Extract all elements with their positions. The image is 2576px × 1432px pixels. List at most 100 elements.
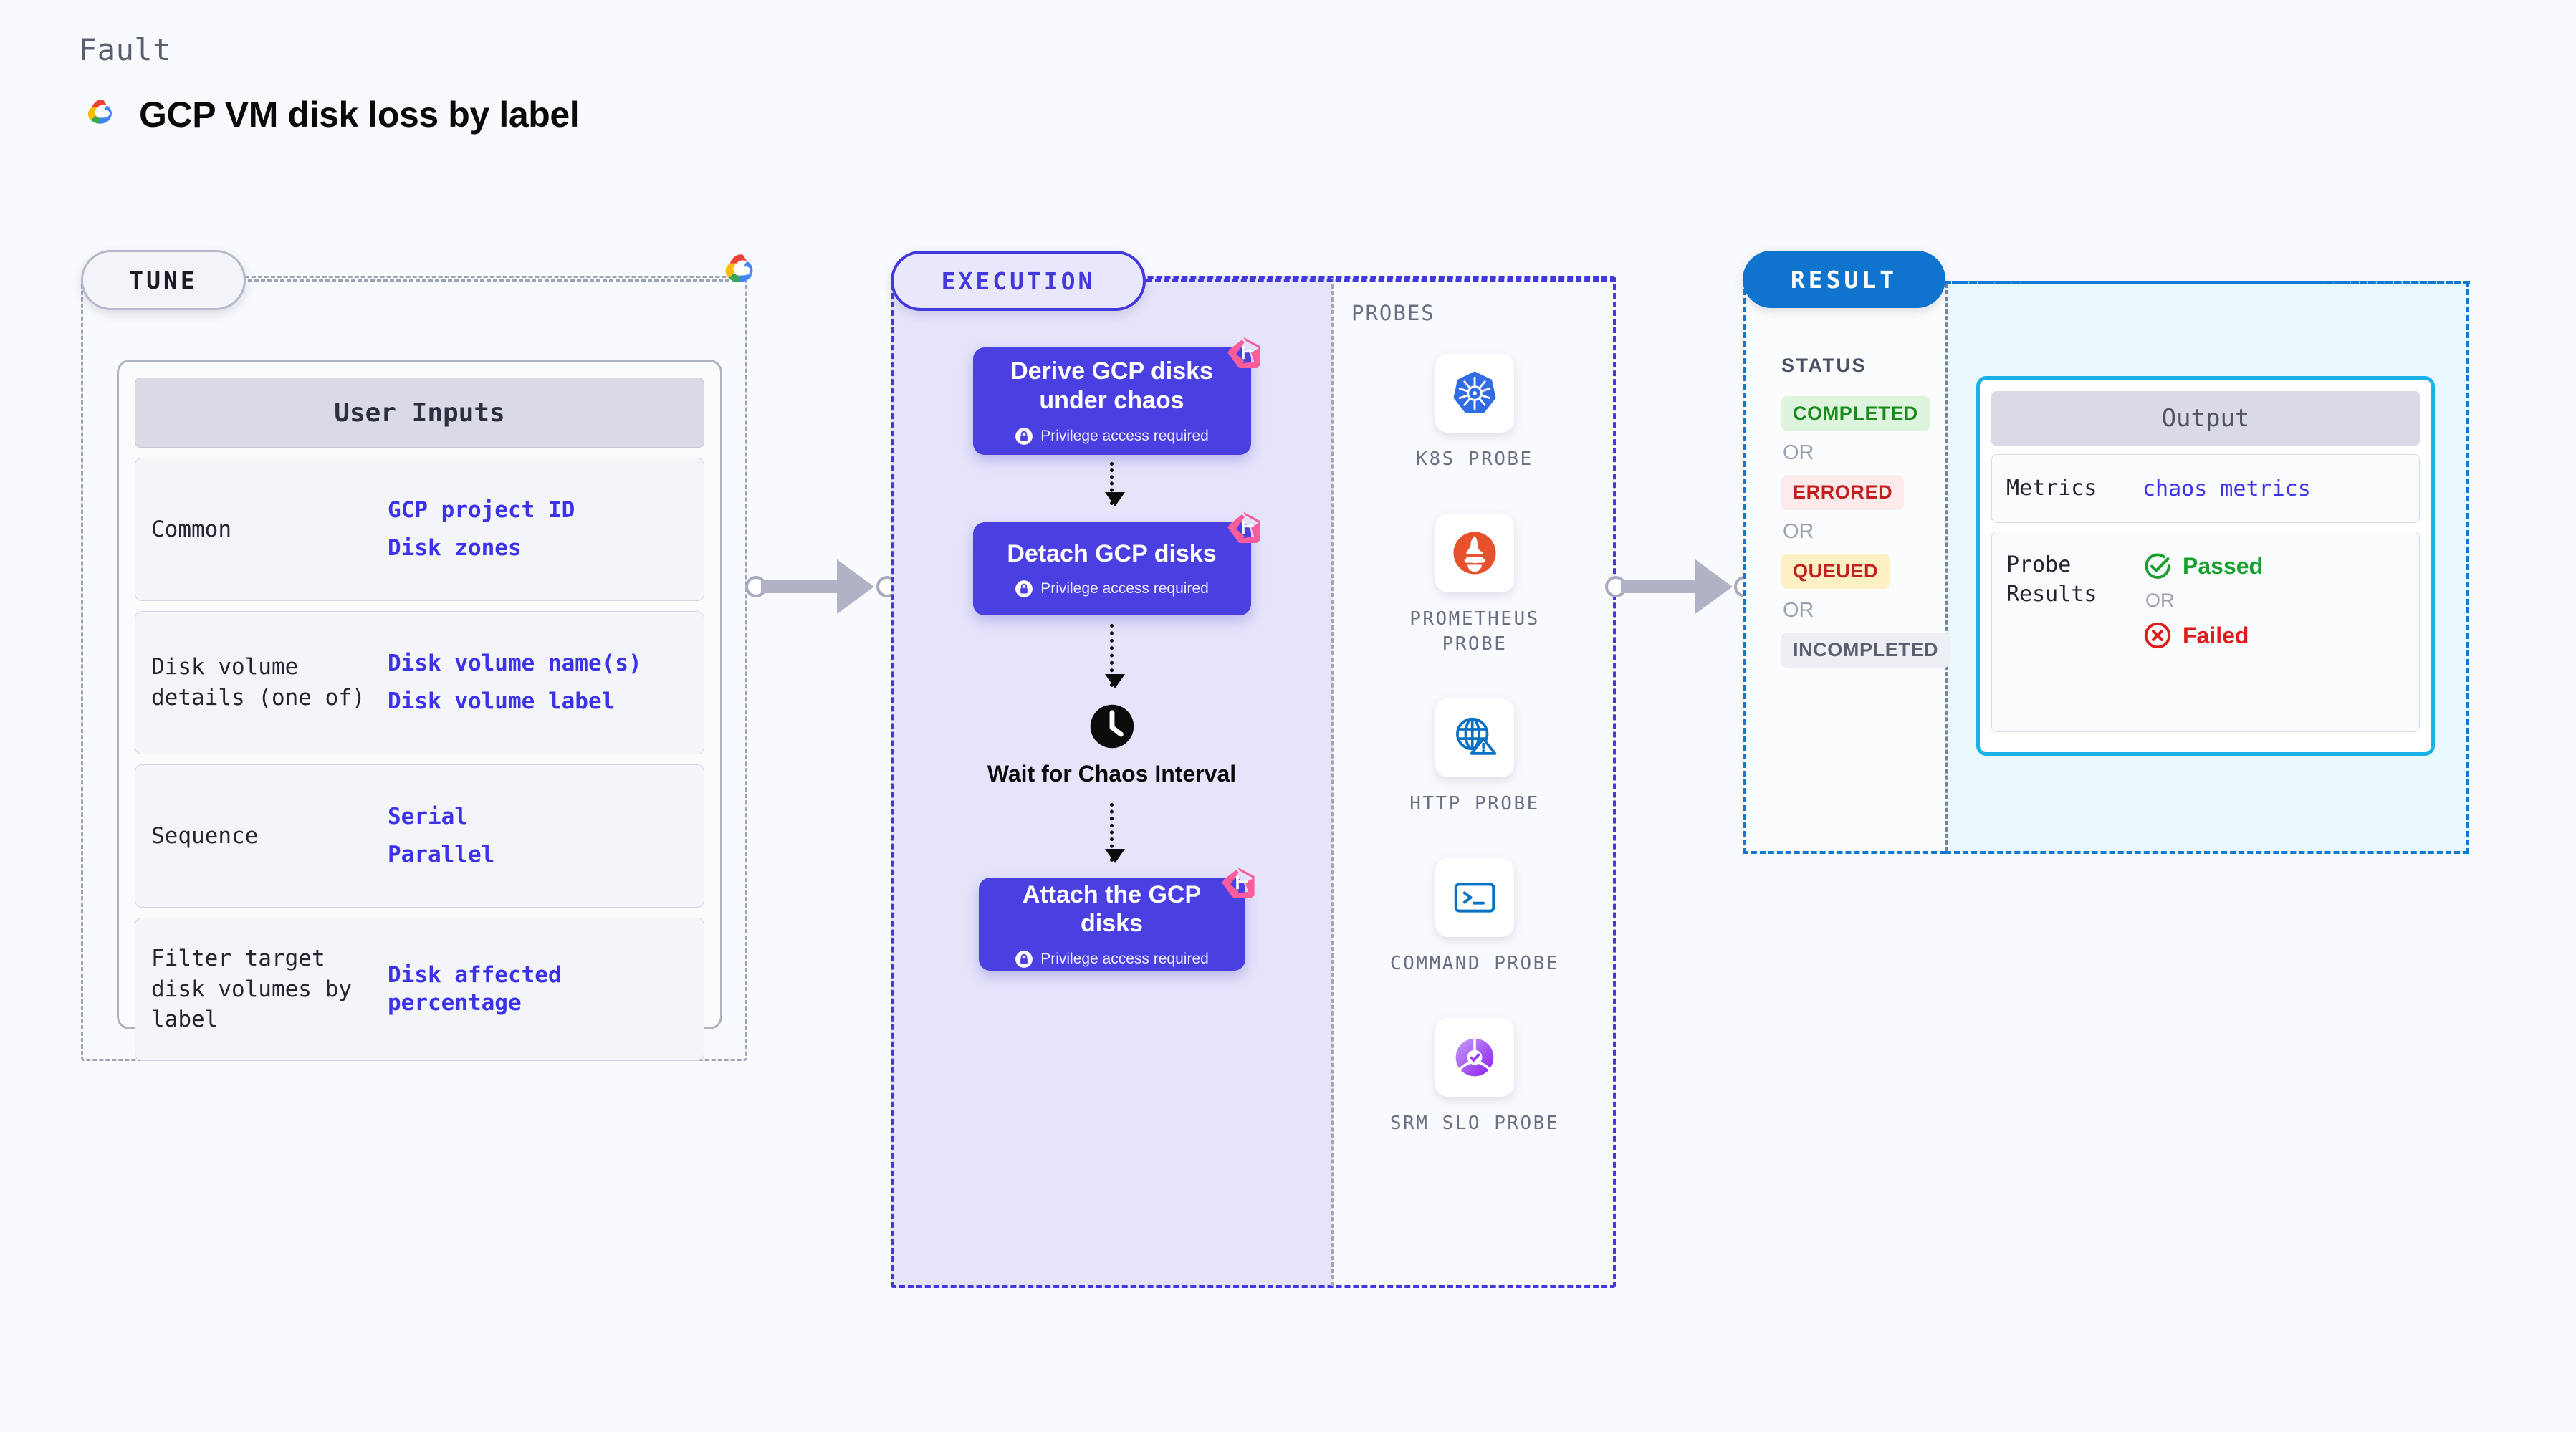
- x-circle-icon: [2144, 622, 2171, 649]
- privilege-note-text: Privilege access required: [1040, 580, 1209, 597]
- result-dashed-connector: [1943, 281, 2470, 284]
- wait-node-label: Wait for Chaos Interval: [987, 761, 1237, 787]
- probe-item-k8s[interactable]: K8S PROBE: [1346, 354, 1604, 472]
- connector-line: [1621, 580, 1713, 593]
- status-badge-queued: QUEUED: [1781, 554, 1890, 589]
- http-globe-warning-icon: [1435, 698, 1514, 778]
- google-cloud-logo-icon: [80, 93, 119, 135]
- page-title-row: GCP VM disk loss by label: [80, 93, 580, 135]
- status-or-1: OR: [1783, 441, 1814, 464]
- lock-icon: [1015, 427, 1033, 445]
- step-title: Attach the GCP disks: [1022, 880, 1202, 938]
- output-title: Output: [1991, 391, 2420, 446]
- input-value[interactable]: Disk volume name(s): [388, 650, 642, 677]
- probe-label: PROMETHEUS PROBE: [1409, 608, 1540, 655]
- step-title: Detach GCP disks: [1007, 539, 1217, 567]
- flow-connector-1: [1105, 462, 1125, 506]
- input-value[interactable]: Disk affected percentage: [388, 962, 562, 1016]
- connector-execution-to-result: [1605, 559, 1756, 623]
- output-row-metrics[interactable]: Metrics chaos metrics: [1991, 454, 2420, 523]
- probe-item-command[interactable]: COMMAND PROBE: [1346, 858, 1604, 976]
- srm-slo-icon: [1435, 1018, 1514, 1097]
- status-badge-completed: COMPLETED: [1781, 396, 1930, 431]
- output-value[interactable]: chaos metrics: [2142, 476, 2311, 501]
- kubernetes-icon: [1435, 354, 1514, 433]
- result-badge[interactable]: RESULT: [1743, 251, 1945, 308]
- execution-step-detach-gcp-disks[interactable]: Detach GCP disks Privilege access requir…: [972, 511, 1260, 615]
- execution-dashed-connector: [1146, 279, 1616, 282]
- input-row-disk-volume-details[interactable]: Disk volume details (one of) Disk volume…: [135, 611, 704, 754]
- input-value[interactable]: Disk volume label: [388, 688, 616, 714]
- clock-icon: [1090, 704, 1134, 749]
- input-row-filter-by-label[interactable]: Filter target disk volumes by label Disk…: [135, 918, 704, 1061]
- output-key: Metrics: [2006, 475, 2097, 501]
- execution-step-attach-gcp-disks[interactable]: Attach the GCP disks Privilege access re…: [978, 867, 1255, 971]
- execution-panel: [891, 276, 1616, 1288]
- flow-connector-3: [1105, 803, 1125, 864]
- execution-badge[interactable]: EXECUTION: [891, 251, 1146, 311]
- connector-tune-to-execution: [745, 559, 899, 623]
- litmus-logo-icon: [1222, 508, 1264, 553]
- output-key: Probe Results: [2006, 552, 2097, 607]
- probe-result-or: OR: [2145, 590, 2175, 611]
- execution-wait-node[interactable]: Wait for Chaos Interval: [891, 703, 1333, 787]
- status-list: COMPLETED OR ERRORED OR QUEUED OR INCOMP…: [1781, 396, 1950, 668]
- input-value[interactable]: Parallel: [388, 842, 495, 868]
- execution-probes-divider: [1331, 278, 1334, 1286]
- probe-item-srm-slo[interactable]: SRM SLO PROBE: [1346, 1018, 1604, 1136]
- probe-failed-label: Failed: [2183, 622, 2249, 648]
- user-inputs-title: User Inputs: [135, 378, 704, 448]
- input-row-sequence[interactable]: Sequence Serial Parallel: [135, 764, 704, 908]
- input-values: GCP project ID Disk zones: [388, 496, 575, 562]
- result-inner-divider: [1945, 284, 1948, 851]
- output-row-probe-results[interactable]: Probe Results Passed OR Failed: [1991, 532, 2420, 732]
- litmus-logo-icon: [1222, 333, 1264, 378]
- probe-item-http[interactable]: HTTP PROBE: [1346, 698, 1604, 817]
- input-value[interactable]: GCP project ID: [388, 497, 575, 524]
- input-row-common[interactable]: Common GCP project ID Disk zones: [135, 458, 704, 601]
- input-key: Common: [151, 516, 231, 542]
- input-key: Sequence: [151, 822, 259, 849]
- probe-label: SRM SLO PROBE: [1390, 1113, 1559, 1135]
- lock-icon: [1015, 951, 1033, 969]
- lock-icon: [1015, 580, 1033, 598]
- probe-result-passed: Passed: [2142, 551, 2263, 581]
- probe-label: HTTP PROBE: [1409, 793, 1540, 815]
- input-values: Disk volume name(s) Disk volume label: [388, 650, 642, 716]
- status-or-2: OR: [1783, 520, 1814, 543]
- execution-flow: Derive GCP disks under chaos Privilege a…: [891, 276, 1333, 971]
- page-title: GCP VM disk loss by label: [139, 94, 580, 135]
- check-circle-icon: [2145, 553, 2170, 579]
- input-key: Filter target disk volumes by label: [151, 945, 352, 1033]
- probe-label: COMMAND PROBE: [1390, 953, 1559, 975]
- probe-result-failed: Failed: [2142, 620, 2263, 650]
- probes-column: PROBES K8S PROBE: [1346, 301, 1604, 1178]
- input-key: Disk volume details (one of): [151, 654, 365, 711]
- privilege-note: Privilege access required: [1015, 950, 1209, 969]
- status-or-3: OR: [1783, 599, 1814, 622]
- privilege-note: Privilege access required: [1015, 427, 1209, 446]
- tune-badge[interactable]: TUNE: [81, 250, 246, 310]
- status-badge-incompleted: INCOMPLETED: [1781, 633, 1950, 668]
- privilege-note-text: Privilege access required: [1040, 951, 1209, 968]
- probe-passed-label: Passed: [2183, 552, 2264, 579]
- terminal-icon: [1435, 858, 1514, 938]
- input-value[interactable]: Disk zones: [388, 535, 522, 561]
- input-value[interactable]: Serial: [388, 804, 468, 830]
- execution-step-derive-gcp-disks[interactable]: Derive GCP disks under chaos Privilege a…: [972, 337, 1260, 455]
- probe-item-prometheus[interactable]: PROMETHEUS PROBE: [1346, 514, 1604, 657]
- connector-line: [761, 580, 854, 593]
- connector-arrowhead: [1695, 559, 1733, 614]
- privilege-note-text: Privilege access required: [1040, 427, 1209, 444]
- fault-eyebrow-label: Fault: [79, 32, 171, 67]
- probes-title: PROBES: [1351, 301, 1435, 325]
- input-values: Serial Parallel: [388, 803, 494, 869]
- prometheus-icon: [1435, 514, 1514, 593]
- output-card: Output Metrics chaos metrics Probe Resul…: [1976, 376, 2435, 756]
- tune-dashed-connector: [248, 279, 742, 282]
- status-badge-errored: ERRORED: [1781, 475, 1905, 510]
- input-values: Disk affected percentage: [388, 961, 696, 1017]
- flow-connector-2: [1105, 624, 1125, 688]
- status-section-label: STATUS: [1781, 355, 1867, 376]
